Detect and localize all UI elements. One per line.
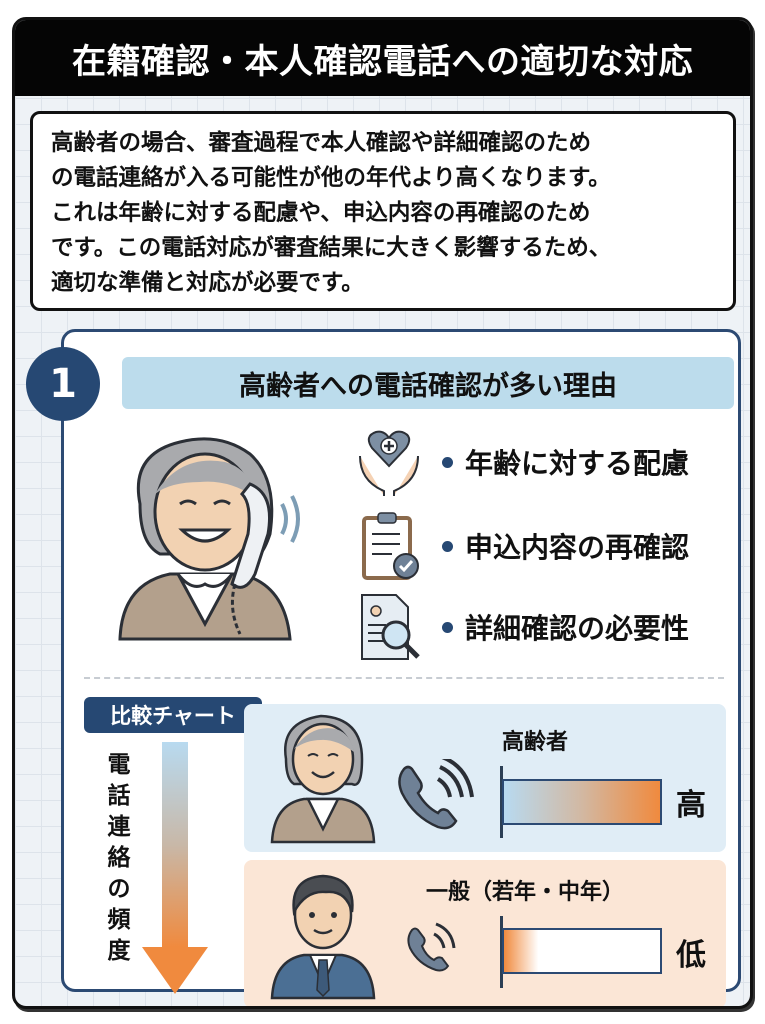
phone-icon: [407, 922, 456, 972]
bar-axis: [500, 766, 503, 838]
frequency-bar-high: [502, 779, 662, 825]
phone-ringing-icon: [398, 759, 474, 830]
reason-label: 年齢に対する配慮: [465, 447, 690, 480]
section-number-badge: 1: [26, 347, 100, 421]
comparison-row-general: 一般（若年・中年） 低: [244, 860, 726, 1006]
axis-char: 頻: [107, 907, 131, 933]
frequency-axis-label: 電 話 連 絡 の 頻 度: [104, 750, 134, 967]
intro-line: の電話連絡が入る可能性が他の年代より高くなります。: [51, 165, 611, 191]
frequency-arrow-icon: [142, 742, 208, 994]
reason-item: 詳細確認の必要性: [354, 591, 689, 663]
comparison-chart-tag: 比較チャート: [84, 697, 262, 733]
intro-line: 適切な準備と対応が必要です。: [51, 270, 364, 296]
intro-box: 高齢者の場合、審査過程で本人確認や詳細確認のため の電話連絡が入る可能性が他の年…: [30, 111, 736, 311]
axis-char: 度: [107, 938, 131, 964]
axis-char: の: [107, 876, 131, 902]
intro-line: これは年齢に対する配慮や、申込内容の再確認のため: [51, 200, 591, 226]
reason-item: 申込内容の再確認: [354, 510, 689, 582]
reason-label: 申込内容の再確認: [465, 531, 690, 564]
level-label: 高: [676, 788, 706, 823]
reasons-section: 高齢者への電話確認が多い理由 年齢に対: [61, 329, 741, 1006]
group-label: 高齢者: [502, 730, 569, 755]
comparison-row-elderly: 高齢者 高: [244, 704, 726, 852]
page-title: 在籍確認・本人確認電話への適切な対応: [15, 20, 750, 96]
level-label: 低: [676, 938, 706, 973]
reason-item: 年齢に対する配慮: [354, 426, 689, 498]
frequency-bar-low: [502, 928, 662, 974]
document-magnifier-icon: [361, 594, 420, 660]
intro-line: です。この電話対応が審査結果に大きく影響するため、: [51, 235, 612, 261]
businessman-avatar: [270, 874, 376, 1000]
group-label: 一般（若年・中年）: [426, 880, 625, 905]
axis-char: 連: [107, 814, 131, 840]
elderly-woman-phone-illustration: [118, 437, 300, 641]
section-heading: 高齢者への電話確認が多い理由: [122, 357, 734, 409]
intro-line: 高齢者の場合、審査過程で本人確認や詳細確認のため: [51, 130, 592, 156]
axis-char: 電: [107, 752, 131, 778]
infographic-frame: 在籍確認・本人確認電話への適切な対応 高齢者の場合、審査過程で本人確認や詳細確認…: [12, 17, 753, 1009]
clipboard-check-icon: [362, 512, 419, 580]
bullet-dot: [442, 540, 453, 552]
reason-label: 詳細確認の必要性: [465, 612, 690, 645]
dashed-divider: [84, 677, 724, 679]
bullet-dot: [442, 456, 453, 468]
axis-char: 絡: [107, 845, 131, 871]
heart-hands-icon: [359, 430, 419, 496]
bar-axis: [500, 916, 503, 988]
axis-char: 話: [107, 783, 131, 809]
bullet-dot: [442, 621, 453, 633]
elderly-woman-avatar: [270, 714, 376, 844]
